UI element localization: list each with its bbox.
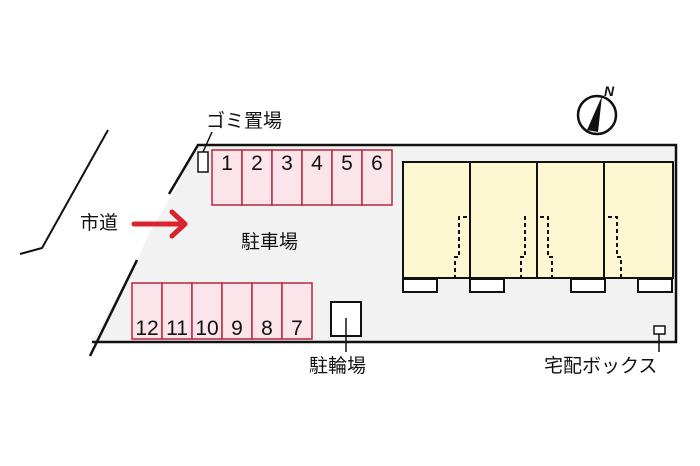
parking-label: 駐車場: [241, 231, 299, 253]
site-boundary-lower-left: [88, 259, 139, 357]
parking-space-number: 10: [195, 317, 218, 340]
parking-space-number: 9: [231, 317, 243, 340]
parking-space-number: 7: [291, 317, 303, 340]
svg-text:N: N: [604, 83, 615, 99]
city-road-label: 市道: [80, 212, 119, 234]
parking-space-number: 8: [261, 317, 273, 340]
parking-space: [251, 282, 283, 340]
garbage-area: [197, 151, 209, 173]
garbage-label: ゴミ置場: [206, 110, 283, 132]
parking-space: [131, 282, 163, 340]
road-arrow-icon: [131, 209, 188, 239]
bicycle-parking-label: 駐輪場: [309, 355, 367, 377]
parking-space: [331, 149, 363, 206]
parking-space-number: 11: [166, 317, 188, 340]
parking-space-number: 1: [221, 152, 233, 175]
parking-space-number: 6: [371, 152, 383, 175]
delivery-box-label: 宅配ボックス: [544, 355, 658, 377]
parking-space: [361, 149, 393, 206]
parking-space-number: 4: [311, 152, 323, 175]
parking-space: [281, 282, 313, 340]
parking-space-number: 5: [341, 152, 353, 175]
site-boundary: [92, 143, 678, 344]
parking-space-number: 3: [281, 152, 293, 175]
garbage-leader: [202, 131, 213, 153]
parking-space: [211, 149, 243, 206]
parking-space: [241, 149, 273, 206]
road-edge: [19, 129, 109, 255]
parking-space: [161, 282, 193, 340]
parking-space-number: 12: [135, 317, 158, 340]
building: [402, 161, 674, 293]
parking-space-number: 2: [251, 152, 263, 175]
delivery-box: [653, 325, 666, 335]
north-compass-icon: N: [576, 83, 618, 136]
